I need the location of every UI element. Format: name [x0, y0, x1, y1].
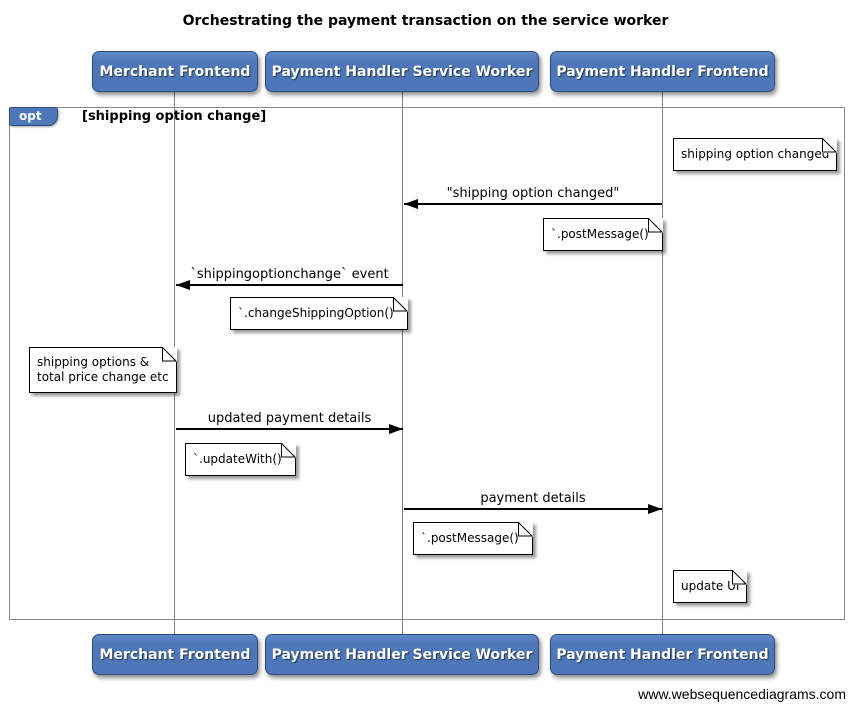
note-fold-icon: [161, 347, 177, 362]
diagram-title: Orchestrating the payment transaction on…: [182, 13, 669, 29]
note-text: `.changeShippingOption()`: [238, 306, 400, 320]
note-fold-icon: [392, 297, 408, 312]
actor-box-payment-handler-frontend-bottom: Payment Handler Frontend: [550, 634, 775, 675]
message-label: `shippingoptionchange` event: [190, 267, 389, 282]
note-shipping-option-changed: shipping option changed: [673, 138, 838, 171]
note-text: update UI: [681, 579, 740, 593]
message-shippingoptionchange-event: `shippingoptionchange` event: [176, 267, 403, 293]
message-label: "shipping option changed": [446, 186, 620, 201]
opt-operator-tab: opt: [9, 107, 58, 126]
message-label: payment details: [480, 491, 586, 506]
actor-box-merchant-frontend-top: Merchant Frontend: [92, 51, 258, 92]
message-updated-payment-details: updated payment details: [176, 411, 403, 437]
lifeline-payment-handler-service-worker: [402, 92, 403, 634]
message-shipping-option-changed: "shipping option changed": [404, 186, 662, 212]
arrowhead-icon: [648, 504, 662, 514]
note-postmessage-2: `.postMessage()`: [413, 522, 533, 555]
watermark-url: www.websequencediagrams.com: [638, 686, 846, 702]
note-fold-icon: [822, 138, 838, 153]
lifeline-payment-handler-frontend: [662, 92, 663, 634]
note-text: shipping option changed: [681, 147, 830, 161]
actor-box-payment-handler-frontend-top: Payment Handler Frontend: [550, 51, 775, 92]
message-line: [404, 203, 662, 205]
opt-condition-label: [shipping option change]: [82, 109, 267, 124]
message-payment-details: payment details: [404, 491, 662, 517]
message-line: [404, 508, 662, 510]
opt-fragment-frame: [9, 107, 845, 620]
arrowhead-icon: [176, 280, 190, 290]
note-fold-icon: [647, 218, 663, 233]
message-line: [176, 428, 403, 430]
note-text: `.postMessage()`: [551, 227, 655, 241]
note-text-line2: total price change etc: [37, 370, 169, 384]
note-fold-icon: [280, 443, 296, 458]
note-update-ui: update UI: [673, 570, 748, 603]
note-text-line1: shipping options &: [37, 355, 150, 369]
arrowhead-icon: [389, 424, 403, 434]
note-changeshippingoption: `.changeShippingOption()`: [230, 297, 408, 330]
note-updatewith: `.updateWith()`: [185, 443, 296, 476]
note-fold-icon: [732, 570, 748, 585]
note-postmessage-1: `.postMessage()`: [543, 218, 663, 251]
actor-box-payment-handler-service-worker-top: Payment Handler Service Worker: [265, 51, 539, 92]
message-line: [176, 284, 403, 286]
arrowhead-icon: [404, 199, 418, 209]
note-shipping-options-total-price: shipping options & total price change et…: [29, 347, 177, 393]
note-text: `.updateWith()`: [193, 452, 288, 466]
note-fold-icon: [517, 522, 533, 537]
message-label: updated payment details: [207, 411, 372, 426]
actor-box-payment-handler-service-worker-bottom: Payment Handler Service Worker: [265, 634, 539, 675]
actor-box-merchant-frontend-bottom: Merchant Frontend: [92, 634, 258, 675]
note-text: `.postMessage()`: [421, 531, 525, 545]
